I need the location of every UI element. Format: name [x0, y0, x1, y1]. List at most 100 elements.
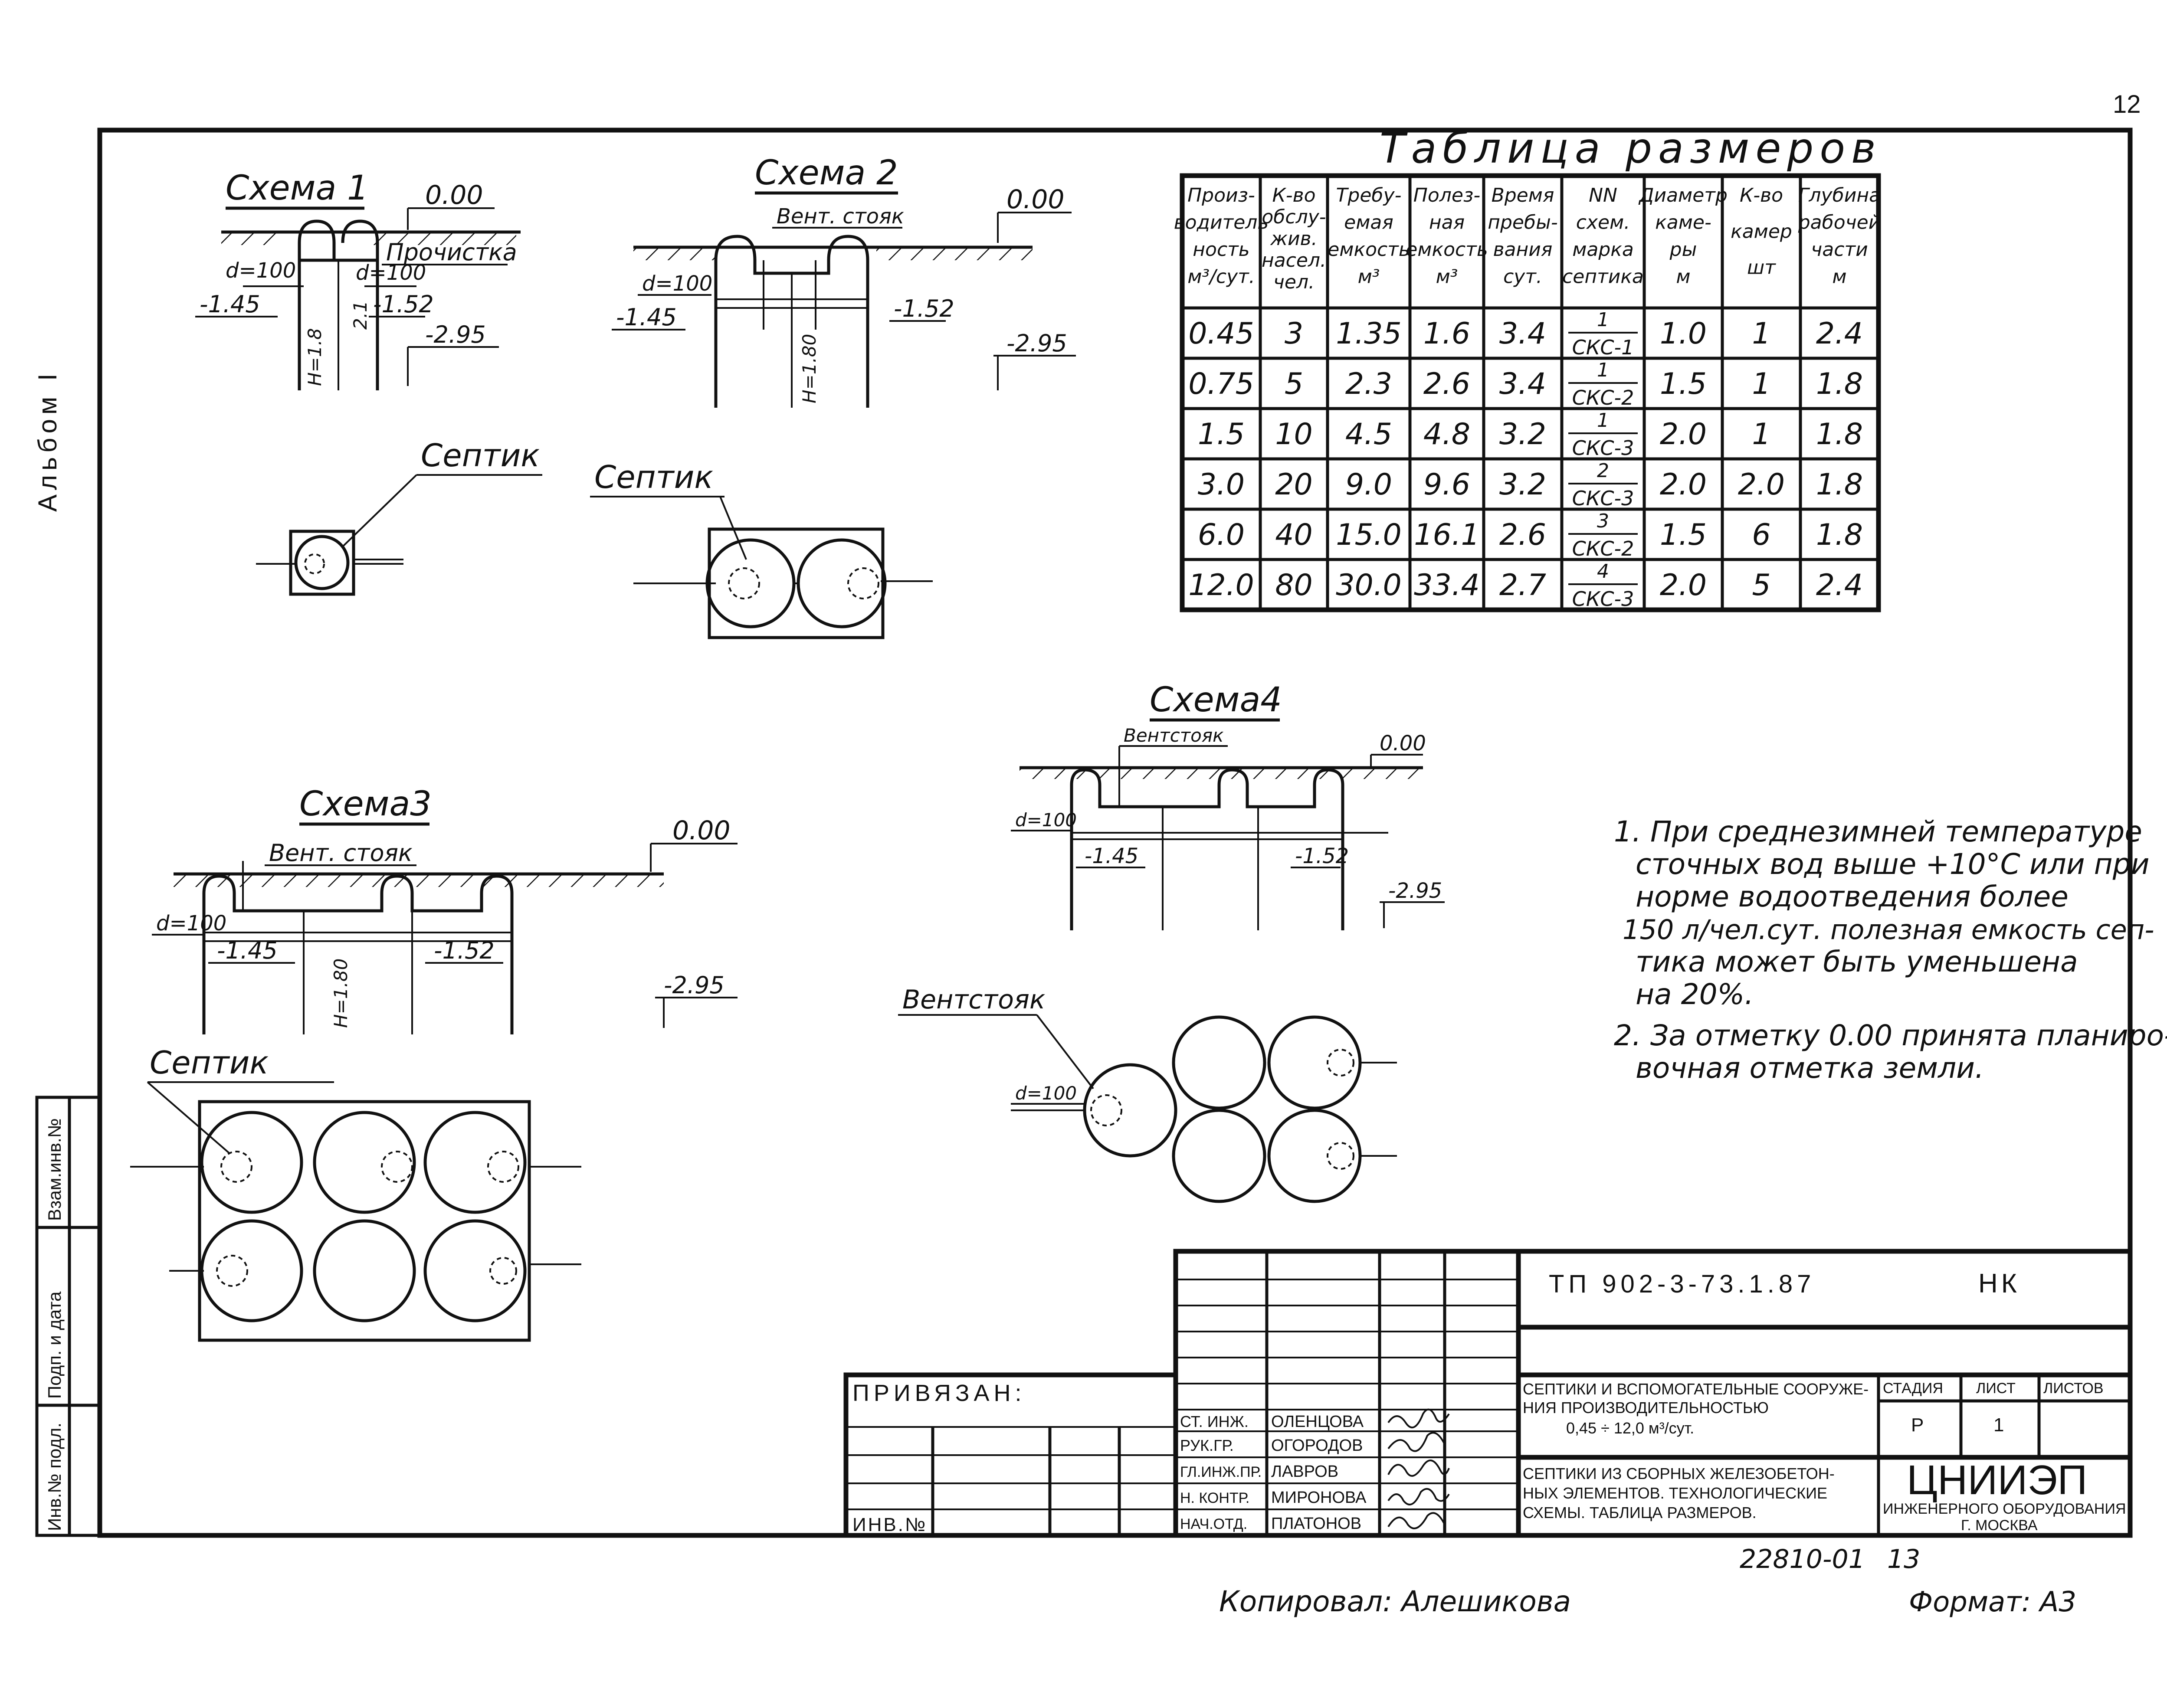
s1-plan-label: Септик	[421, 437, 540, 474]
table-cell: 3	[1285, 317, 1303, 351]
table-scheme-number: 4	[1597, 560, 1609, 582]
table-septic-mark: СКС-2	[1572, 537, 1634, 560]
sheet-number: 13	[1887, 1544, 1920, 1574]
size-table: Таблица размеров Произ-водительностьм³/с…	[1174, 124, 1882, 612]
bound-label: ПРИВЯЗАН:	[852, 1380, 1026, 1406]
table-cell: 2.0	[1660, 568, 1707, 602]
table-header-cell: м³	[1358, 266, 1380, 288]
table-header-cell: водитель	[1174, 212, 1269, 234]
format-label: Формат: А3	[1909, 1586, 2076, 1618]
table-header-cell: части	[1811, 239, 1868, 261]
table-cell: 2.0	[1660, 468, 1707, 502]
table-header-cell: NN	[1589, 184, 1617, 206]
table-cell: 2.4	[1816, 317, 1863, 351]
table-header-cell: сут.	[1503, 266, 1542, 288]
table-cell: 2.6	[1423, 367, 1470, 401]
scheme2-title: Схема 2	[755, 154, 898, 193]
table-cell: 1.8	[1816, 367, 1863, 401]
table-header-cell: ная	[1429, 212, 1465, 234]
table-header-cell: Диаметр	[1638, 184, 1728, 206]
s2-level-in: -1.45	[616, 304, 677, 331]
staff-name-4: МИРОНОВА	[1271, 1489, 1367, 1507]
staff-role-2: РУК.ГР.	[1180, 1436, 1234, 1454]
table-cell: 1.35	[1336, 317, 1401, 351]
s1-level-in: -1.45	[200, 291, 260, 318]
notes: 1. При среднезимней температуре сточных …	[1614, 815, 2167, 1085]
table-scheme-number: 1	[1597, 409, 1609, 432]
signature-3	[1387, 1459, 1450, 1477]
table-cell: 1.5	[1660, 518, 1707, 552]
table-cell: 1	[1752, 317, 1770, 351]
table-scheme-number: 1	[1597, 359, 1609, 381]
s4-plan-vent: Вентстояк	[902, 985, 1045, 1015]
note-line-5: тика может быть уменьшена	[1636, 945, 2078, 978]
table-header-cell: пребы-	[1488, 212, 1558, 234]
table-cell: 3.2	[1499, 468, 1546, 502]
table-cell: 1.5	[1660, 367, 1707, 401]
table-header-cell: м³/сут.	[1187, 266, 1255, 288]
s2-d-in: d=100	[642, 272, 712, 296]
table-cell: 1.6	[1423, 317, 1470, 351]
table-header-cell: емкость	[1328, 239, 1410, 261]
scheme1: Схема 1 0.00 Прочистка d=100 d=100 -1.45…	[195, 169, 542, 596]
note-line-8: вочная отметка земли.	[1636, 1051, 1984, 1085]
table-header-cell: камер	[1731, 220, 1792, 242]
s1-d-out: d=100	[356, 261, 426, 285]
table-cell: 15.0	[1336, 518, 1401, 552]
signature-5	[1387, 1512, 1446, 1529]
note-line-6: на 20%.	[1636, 978, 1754, 1011]
table-cell: 5	[1752, 568, 1770, 602]
title1-line3: 0,45 ÷ 12,0 м³/сут.	[1566, 1419, 1694, 1437]
signature-1	[1387, 1408, 1450, 1429]
table-cell: 5	[1285, 367, 1303, 401]
staff-name-2: ОГОРОДОВ	[1271, 1436, 1363, 1455]
table-septic-mark: СКС-3	[1572, 587, 1634, 611]
table-cell: 3.4	[1499, 317, 1546, 351]
table-header-cell: К-во	[1272, 184, 1316, 206]
s4-level-bottom: -2.95	[1388, 879, 1442, 903]
table-cell: 3.4	[1499, 367, 1546, 401]
table-cell: 3.0	[1198, 468, 1245, 502]
s3-d-in: d=100	[156, 911, 226, 936]
copied-by: Копировал: Алешикова	[1219, 1585, 1571, 1618]
table-header-cell: жив.	[1270, 228, 1317, 250]
table-cell: 1	[1752, 417, 1770, 452]
table-header-cell: емкость	[1406, 239, 1488, 261]
scheme3: Схема3 0.00 Вент. стояк d=100 -1.45 -1.5…	[130, 785, 738, 1342]
s4-plan-d-in: d=100	[1015, 1083, 1077, 1104]
table-cell: 2.3	[1345, 367, 1392, 401]
side-stamp: Инв.№ подл. Подп. и дата Взам.инв.№	[35, 1096, 102, 1537]
table-cell: 6.0	[1198, 518, 1245, 552]
table-header-cell: Полез-	[1413, 184, 1480, 206]
table-header-cell: схем.	[1576, 212, 1630, 234]
s3-plan-label: Септик	[150, 1044, 269, 1081]
table-header-cell: Время	[1492, 184, 1554, 206]
table-cell: 0.75	[1188, 367, 1254, 401]
table-header-cell: шт	[1747, 257, 1776, 279]
org-sub: ИНЖЕНЕРНОГО ОБОРУДОВАНИЯ	[1883, 1501, 2126, 1517]
page-number: 12	[2113, 90, 2141, 118]
staff-name-1: ОЛЕНЦОВА	[1271, 1413, 1364, 1431]
scheme3-title: Схема3	[299, 785, 432, 824]
table-cell: 1.8	[1816, 468, 1863, 502]
table-cell: 2.0	[1660, 417, 1707, 452]
table-header-cell: емая	[1344, 212, 1393, 234]
s2-level-bottom: -2.95	[1006, 330, 1067, 357]
table-cell: 2.0	[1738, 468, 1785, 502]
s3-level-top: 0.00	[672, 815, 731, 846]
s3-level-out: -1.52	[434, 937, 495, 964]
note-line-2: сточных вод выше +10°С или при	[1636, 847, 2150, 881]
s2-plan-label: Септик	[594, 459, 713, 495]
scheme2: Схема 2 0.00 Вент. стояк d=100 -1.45 -1.…	[590, 154, 1076, 639]
table-cell: 30.0	[1336, 568, 1401, 602]
side-stamp-inv: Инв.№ подл.	[44, 1423, 65, 1531]
s3-vent: Вент. стояк	[269, 839, 413, 867]
table-cell: 3.2	[1499, 417, 1546, 452]
table-title: Таблица размеров	[1380, 124, 1882, 173]
note-line-3: норме водоотведения более	[1636, 880, 2069, 913]
doc-mark: НК	[1978, 1269, 2020, 1299]
table-header-cell: вания	[1493, 239, 1553, 261]
org-city: Г. МОСКВА	[1961, 1517, 2038, 1534]
table-header-cell: м	[1832, 266, 1846, 288]
org-name: ЦНИИЭП	[1907, 1457, 2087, 1503]
